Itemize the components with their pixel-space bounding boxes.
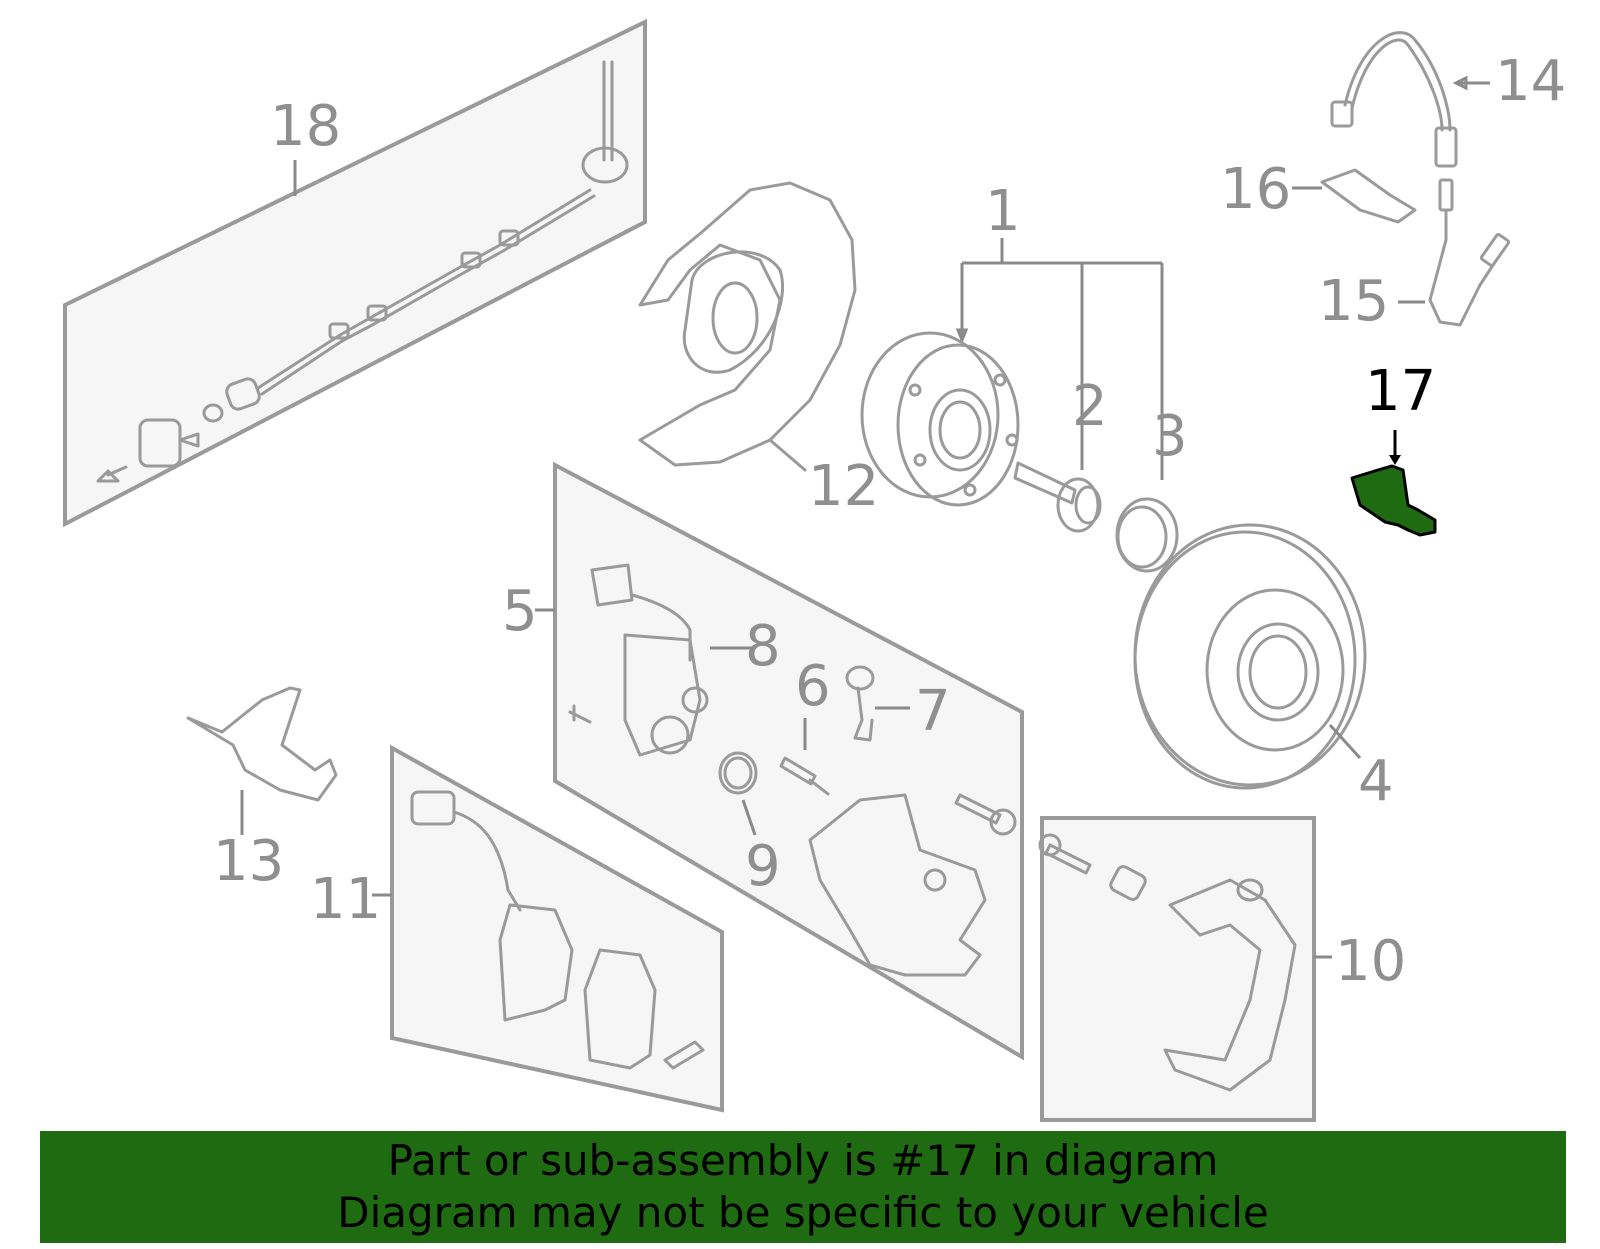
part-17-wheel-speed-sensor[interactable] bbox=[1350, 430, 1437, 537]
callout-5: 5 bbox=[502, 579, 538, 644]
callout-7: 7 bbox=[915, 679, 951, 744]
callout-16: 16 bbox=[1220, 157, 1291, 222]
part-10-caliper-bracket bbox=[1038, 816, 1332, 1122]
callout-8: 8 bbox=[745, 614, 781, 679]
part-3-grease-cap bbox=[1115, 497, 1179, 573]
part-2-hub-bolt bbox=[1013, 461, 1102, 533]
part-16-hose-clip bbox=[1292, 168, 1417, 224]
part-18-sensor-wire bbox=[63, 18, 647, 528]
part-13-bracket bbox=[186, 686, 338, 835]
part-4-brake-rotor bbox=[1133, 523, 1367, 790]
callout-12: 12 bbox=[808, 454, 879, 519]
banner-line-1: Part or sub-assembly is #17 in diagram bbox=[387, 1136, 1219, 1185]
part-12-splash-shield bbox=[638, 181, 857, 472]
callout-9: 9 bbox=[745, 834, 781, 899]
part-15-brake-line bbox=[1398, 178, 1511, 327]
part-5-caliper-assembly bbox=[535, 461, 1024, 1061]
callout-3: 3 bbox=[1152, 404, 1188, 469]
part-14-brake-hose bbox=[1330, 31, 1490, 168]
callout-2: 2 bbox=[1072, 374, 1108, 439]
callout-15: 15 bbox=[1318, 269, 1389, 334]
callout-13: 13 bbox=[213, 829, 284, 894]
callout-1: 1 bbox=[985, 179, 1021, 244]
banner-line-2: Diagram may not be specific to your vehi… bbox=[337, 1188, 1269, 1237]
callout-18: 18 bbox=[270, 94, 341, 159]
callout-4: 4 bbox=[1358, 749, 1394, 814]
callout-11: 11 bbox=[310, 867, 381, 932]
leader-lines bbox=[710, 646, 910, 836]
callout-14: 14 bbox=[1495, 49, 1566, 114]
part-1-wheel-hub bbox=[860, 238, 1164, 507]
callout-17: 17 bbox=[1365, 359, 1436, 424]
callout-6: 6 bbox=[795, 654, 831, 719]
callout-10: 10 bbox=[1335, 929, 1406, 994]
info-banner: Part or sub-assembly is #17 in diagram D… bbox=[40, 1131, 1566, 1243]
part-11-brake-pads bbox=[372, 744, 724, 1113]
